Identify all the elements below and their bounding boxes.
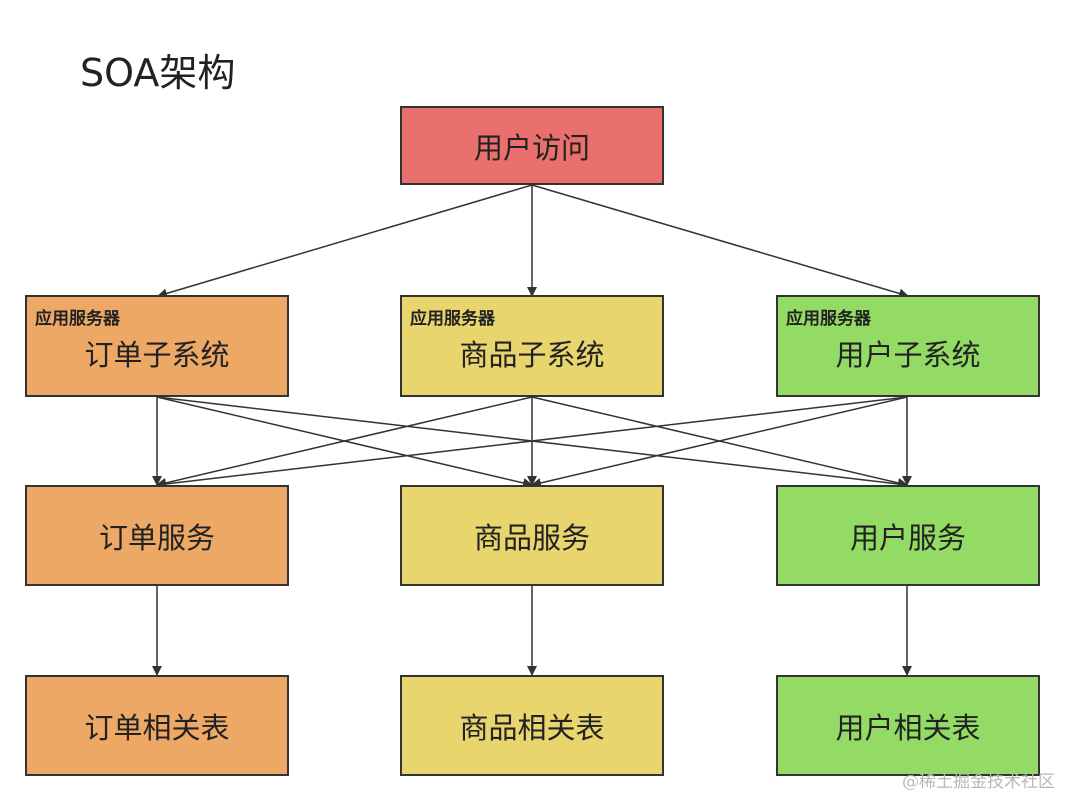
watermark: @稀土掘金技术社区 (902, 772, 1055, 792)
user-table-node: 用户相关表 (776, 675, 1040, 776)
order-subsystem-label: 订单子系统 (84, 338, 230, 372)
product-subsystem-label: 商品子系统 (459, 338, 605, 372)
edge-user-subsystem-to-order-service (156, 396, 908, 489)
diagram-title: SOA架构 (80, 51, 236, 95)
user-access-label: 用户访问 (473, 130, 590, 165)
product-subsystem-node: 应用服务器 商品子系统 (400, 295, 664, 397)
product-service-node: 商品服务 (400, 485, 664, 586)
product-table-node: 商品相关表 (400, 675, 664, 776)
order-service-node: 订单服务 (25, 485, 289, 586)
user-service-label: 用户服务 (849, 520, 966, 555)
app-server-caption: 应用服务器 (786, 309, 871, 329)
app-server-caption: 应用服务器 (35, 309, 120, 329)
order-service-label: 订单服务 (98, 520, 215, 555)
app-server-caption: 应用服务器 (410, 309, 495, 329)
user-access-node: 用户访问 (400, 106, 664, 185)
edge-access-to-order-subsystem (157, 184, 533, 299)
product-table-label: 商品相关表 (459, 710, 605, 745)
user-subsystem-label: 用户子系统 (835, 338, 981, 372)
user-service-node: 用户服务 (776, 485, 1040, 586)
order-table-label: 订单相关表 (84, 710, 230, 745)
product-service-label: 商品服务 (473, 520, 590, 555)
user-subsystem-node: 应用服务器 用户子系统 (776, 295, 1040, 397)
order-subsystem-node: 应用服务器 订单子系统 (25, 295, 289, 397)
edge-access-to-user-subsystem (531, 184, 909, 299)
edge-user-subsystem-to-product-service (531, 396, 908, 488)
order-table-node: 订单相关表 (25, 675, 289, 776)
user-table-label: 用户相关表 (835, 710, 981, 745)
edge-product-subsystem-to-order-service (156, 396, 533, 488)
